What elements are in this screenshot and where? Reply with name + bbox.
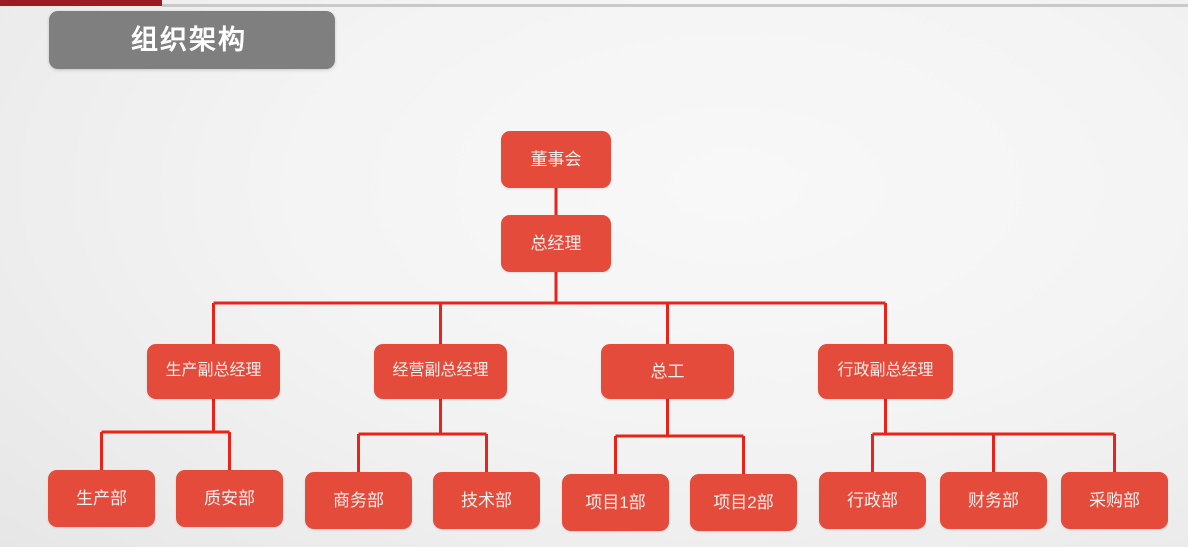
org-node-board[interactable]: 董事会 xyxy=(501,131,611,188)
org-node-label: 项目2部 xyxy=(713,492,774,512)
org-node-dept_tech[interactable]: 技术部 xyxy=(433,472,540,529)
org-node-label: 生产部 xyxy=(76,488,127,508)
org-node-vp_admin[interactable]: 行政副总经理 xyxy=(818,344,953,399)
org-node-dept_admin[interactable]: 行政部 xyxy=(819,472,926,529)
org-node-label: 财务部 xyxy=(968,490,1019,510)
org-node-dept_biz[interactable]: 商务部 xyxy=(305,472,412,529)
slide-title-plate: 组织架构 xyxy=(49,11,335,69)
page-title: 组织架构 xyxy=(131,25,247,55)
org-node-label: 质安部 xyxy=(204,488,255,508)
org-node-label: 经营副总经理 xyxy=(392,362,489,380)
org-node-label: 项目1部 xyxy=(585,492,646,512)
org-node-vp_ops[interactable]: 经营副总经理 xyxy=(374,344,507,399)
org-node-label: 商务部 xyxy=(333,490,384,510)
org-node-dept_proj2[interactable]: 项目2部 xyxy=(690,474,797,531)
org-node-dept_fin[interactable]: 财务部 xyxy=(940,472,1047,529)
org-node-label: 董事会 xyxy=(530,149,582,169)
org-node-label: 技术部 xyxy=(461,490,512,510)
org-node-label: 行政部 xyxy=(847,490,898,510)
org-node-gm[interactable]: 总经理 xyxy=(501,215,611,272)
org-node-dept_prod[interactable]: 生产部 xyxy=(48,470,155,527)
org-node-dept_proj1[interactable]: 项目1部 xyxy=(562,474,669,531)
org-node-chief_eng[interactable]: 总工 xyxy=(601,344,734,399)
org-node-dept_qa[interactable]: 质安部 xyxy=(176,470,283,527)
org-node-label: 生产副总经理 xyxy=(165,362,262,380)
org-node-label: 行政副总经理 xyxy=(837,362,934,380)
org-node-vp_prod[interactable]: 生产副总经理 xyxy=(147,344,280,399)
org-node-label: 总经理 xyxy=(530,233,582,253)
org-node-label: 采购部 xyxy=(1089,490,1140,510)
org-node-dept_purch[interactable]: 采购部 xyxy=(1061,472,1168,529)
top-accent-bar-red xyxy=(0,0,162,6)
org-node-label: 总工 xyxy=(650,361,685,381)
top-accent-bar-gray xyxy=(162,4,1188,7)
